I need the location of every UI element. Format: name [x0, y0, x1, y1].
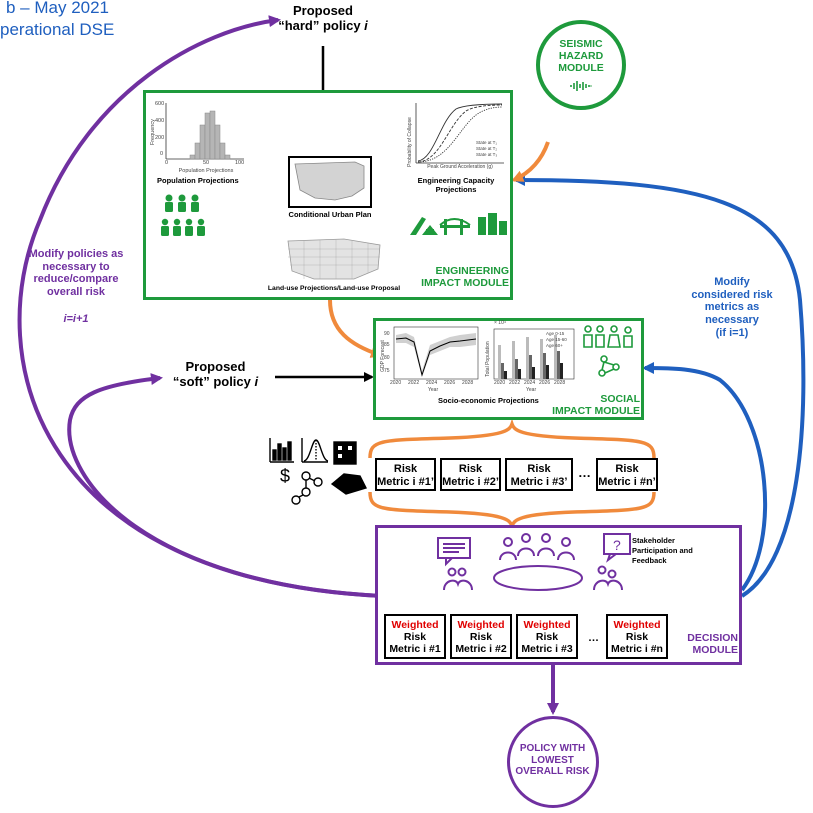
weighted-metric-3: Weighted Risk Metric i #3: [516, 614, 578, 659]
landuse-caption: Land-use Projections/Land-use Proposal: [267, 285, 401, 292]
capacity-legend-1: State at T₁: [476, 140, 497, 145]
hard-policy-label: Proposed “hard” policy i: [278, 3, 368, 33]
gdp-xtick-2020: 2020: [390, 380, 402, 386]
pop-legend-0: Age 0-15: [546, 331, 565, 336]
svg-text:?: ?: [613, 537, 621, 553]
weighted-metrics-ellipsis: …: [588, 632, 599, 644]
decision-module: ? Stakeholder Participation and Feedback…: [375, 525, 742, 665]
seismic-hazard-module: SEISMIC HAZARD MODULE: [536, 20, 626, 110]
brace-bottom: [368, 491, 656, 532]
weighted-metric-2: Weighted Risk Metric i #2: [450, 614, 512, 659]
risk-metrics-ellipsis: …: [578, 465, 591, 480]
gdp-xtick-2024: 2024: [426, 380, 438, 386]
capacity-caption: Engineering Capacity Projections: [417, 176, 495, 194]
gdp-xtick-2028: 2028: [462, 380, 474, 386]
loop-to-social: [642, 362, 767, 592]
right-feedback-text: Modify considered risk metrics as necess…: [691, 276, 773, 339]
capacity-legend-2: State at T₂: [476, 146, 498, 151]
people-group-icon: [161, 194, 205, 236]
population-xtick-0: 0: [165, 160, 169, 166]
loop-to-engineering: [513, 174, 806, 598]
capacity-fragility-chart: [415, 103, 504, 164]
pop-xtick-2028: 2028: [554, 380, 566, 386]
pop-xtick-2020: 2020: [494, 380, 506, 386]
pop-legend-2: Age 60+: [546, 343, 563, 348]
loop-to-soft-policy: [67, 373, 383, 598]
population-ytick-0: 0: [160, 151, 164, 157]
capacity-legend-3: State at T₃: [476, 152, 498, 157]
svg-text:$: $: [280, 466, 290, 486]
pop-exponent: × 10⁴: [494, 320, 507, 326]
pop-xtick-2026: 2026: [539, 380, 551, 386]
seismic-to-engineering: [511, 141, 550, 182]
lowest-risk-policy-outcome: POLICY WITH LOWEST OVERALL RISK: [507, 716, 599, 808]
population-ytick-600: 600: [155, 101, 165, 107]
population-projections-caption: Population Projections: [157, 176, 239, 185]
gdp-ytick-75: 75: [384, 368, 390, 374]
sound-wave-icon: [570, 81, 592, 91]
engineering-module-label: ENGINEERING IMPACT MODULE: [421, 265, 509, 290]
population-age-chart: [493, 328, 575, 380]
landuse-map: [287, 238, 381, 280]
gdp-ylabel: GDP Forecast: [380, 340, 387, 372]
header-line1: b – May 2021: [6, 0, 110, 17]
stakeholder-meeting-icon: ?: [437, 533, 631, 591]
social-module-label: SOCIAL IMPACT MODULE: [552, 393, 640, 418]
weighted-metric-1: Weighted Risk Metric i #1: [384, 614, 446, 659]
gdp-xlabel: Year: [428, 387, 439, 393]
pop-legend-1: Age 15-60: [546, 337, 567, 342]
pop-xlabel: Year: [526, 387, 537, 393]
gdp-xtick-2026: 2026: [444, 380, 456, 386]
social-people-icon: [583, 325, 633, 377]
infrastructure-icon: [410, 213, 507, 235]
capacity-ylabel: Probability of Collapse: [407, 117, 414, 167]
population-ytick-400: 400: [155, 118, 165, 124]
decision-module-label: DECISION MODULE: [687, 632, 738, 657]
capacity-xlabel: Peak Ground Acceleration (g): [427, 164, 493, 170]
socio-economic-caption: Socio-economic Projections: [438, 396, 539, 405]
gdp-ytick-90: 90: [384, 331, 390, 337]
social-impact-module: 90 85 80 75 2020 2022 2024 2026 2028 Yea…: [373, 318, 644, 420]
population-ylabel: Frequency: [149, 119, 156, 146]
pop-ylabel: Total Population: [485, 341, 492, 377]
population-histogram: [165, 103, 244, 160]
risk-metrics-icons: $: [269, 438, 367, 505]
population-chart-caption: Population Projections: [178, 168, 234, 174]
weighted-metric-n: Weighted Risk Metric i #n: [606, 614, 668, 659]
engineering-impact-module: 600 400 200 0 0 50 100 Frequency Populat…: [143, 90, 513, 300]
population-xtick-50: 50: [203, 160, 210, 166]
urban-plan-caption: Conditional Urban Plan: [288, 210, 372, 219]
gdp-forecast-chart: [393, 326, 479, 380]
population-ytick-200: 200: [155, 135, 165, 141]
gdp-ytick-80: 80: [384, 355, 390, 361]
left-feedback-text: Modify policies as necessary to reduce/c…: [28, 248, 124, 325]
brace-top: [368, 418, 656, 459]
engineering-to-social: [328, 299, 383, 358]
stakeholder-caption: Stakeholder Participation and Feedback: [632, 536, 693, 566]
pop-xtick-2022: 2022: [509, 380, 521, 386]
pop-xtick-2024: 2024: [524, 380, 536, 386]
population-xtick-100: 100: [235, 160, 245, 166]
header-line2: perational DSE: [0, 20, 115, 39]
gdp-xtick-2022: 2022: [408, 380, 420, 386]
soft-policy-label: Proposed “soft” policy i: [172, 359, 259, 389]
gdp-ytick-85: 85: [384, 342, 390, 348]
urban-plan-map: [288, 156, 372, 208]
